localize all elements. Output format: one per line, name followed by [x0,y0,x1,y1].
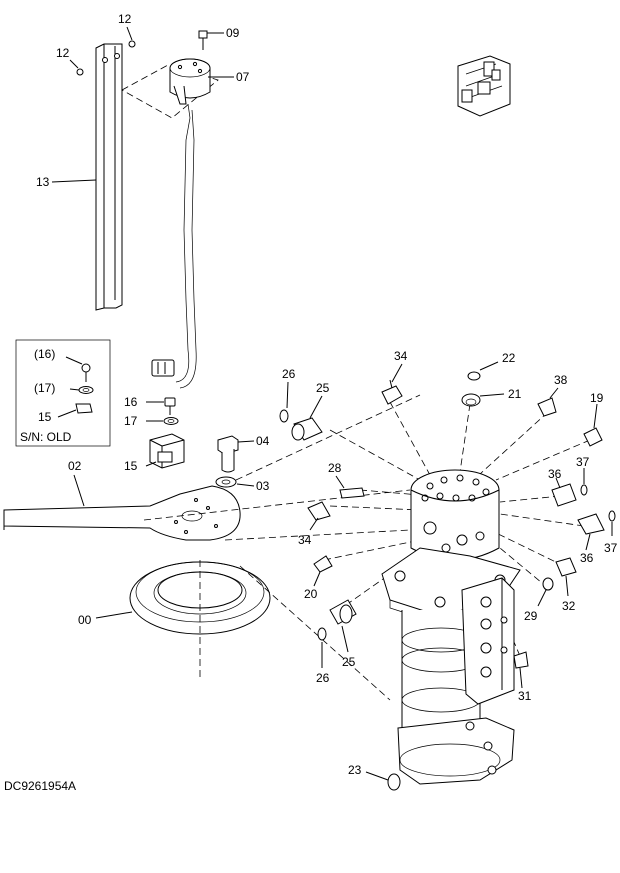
label-inset-17: (17) [34,381,55,395]
label-29: 29 [524,609,538,623]
part-25-plug-top [291,417,323,441]
label-25-bottom: 25 [342,655,356,669]
label-21: 21 [508,387,522,401]
label-32: 32 [562,599,576,613]
label-inset-15: 15 [38,410,52,424]
label-12-top: 12 [118,12,132,26]
part-03-washer [215,476,237,488]
label-13: 13 [36,175,50,189]
label-inset-16: (16) [34,347,55,361]
part-32-fitting [555,557,577,577]
part-26-oring-top [279,409,289,423]
part-20-fitting [313,555,333,573]
part-28-fitting [339,487,365,499]
part-07-sensor [121,58,219,389]
part-16-bolt [164,397,176,415]
label-09: 09 [226,26,240,40]
swivel-joint-assembly [381,469,521,785]
label-34-left: 34 [298,533,312,547]
drawing-code: DC9261954A [4,779,76,793]
label-28: 28 [328,461,342,475]
machine-locator-thumbnail [457,55,511,117]
label-34-top: 34 [394,349,408,363]
label-36-top: 36 [548,467,562,481]
label-04: 04 [256,434,270,448]
label-00: 00 [78,613,92,627]
label-25-top: 25 [316,381,330,395]
label-36-bottom: 36 [580,551,594,565]
part-21-plug [461,393,481,407]
label-26-bottom: 26 [316,671,330,685]
label-17: 17 [124,414,138,428]
label-26-top: 26 [282,367,296,381]
part-34-elbow-left [307,501,331,521]
part-37-oring-top [580,484,588,496]
part-36-elbow-top [551,483,577,507]
part-15-clamp [149,433,185,469]
label-23: 23 [348,763,362,777]
part-02-bar [3,485,241,541]
label-12-left: 12 [56,46,70,60]
part-12-bolts [76,40,136,76]
part-09-screw [198,30,208,50]
label-31: 31 [518,689,532,703]
part-37-oring-bottom [608,510,616,522]
label-37-bottom: 37 [604,541,618,555]
label-22: 22 [502,351,516,365]
label-19: 19 [590,391,604,405]
label-16: 16 [124,395,138,409]
part-19-fitting [583,427,603,447]
part-25-plug-bottom [329,599,357,625]
part-38-elbow [537,397,557,417]
part-36-elbow-bottom [577,513,605,535]
label-37-top: 37 [576,455,590,469]
label-03: 03 [256,479,270,493]
label-15: 15 [124,459,138,473]
label-38: 38 [554,373,568,387]
label-20: 20 [304,587,318,601]
inset-box-old [15,339,111,447]
part-29-plug [542,577,554,591]
part-13-bracket [95,43,123,311]
label-02: 02 [68,459,82,473]
part-22-oring [467,371,481,381]
part-23-plug [387,773,401,791]
part-34-fitting-top [381,379,403,405]
part-17-washer [163,417,179,425]
part-31-plug [513,651,529,669]
label-inset-sn: S/N: OLD [20,430,72,444]
part-04-bolt [217,435,239,473]
part-26-oring-bottom [317,627,327,641]
label-07: 07 [236,70,250,84]
